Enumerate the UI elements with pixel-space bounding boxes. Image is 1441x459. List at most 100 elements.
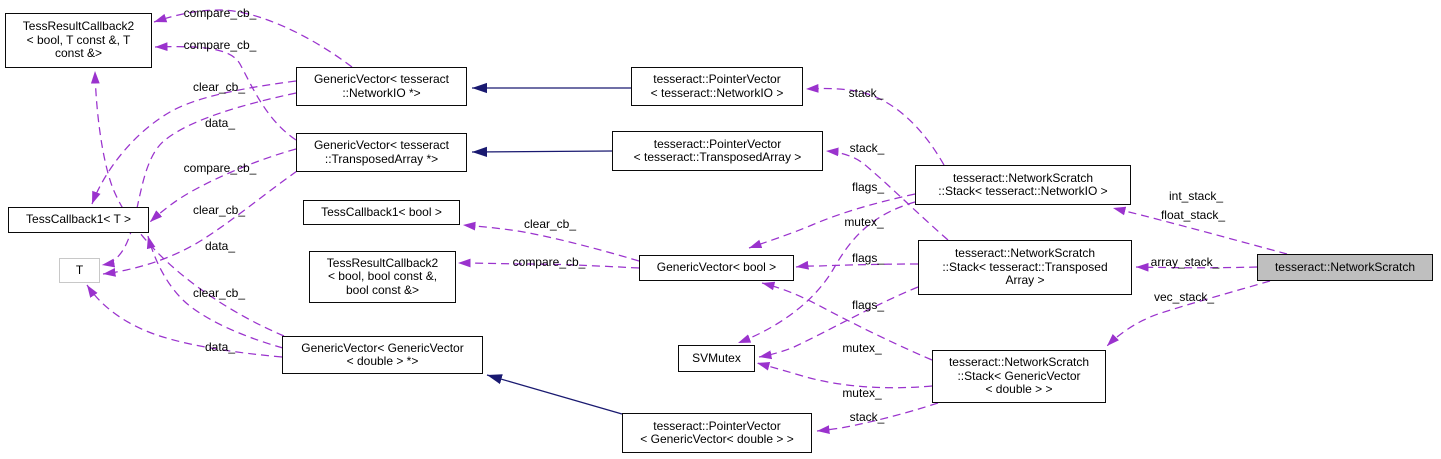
- node-label-line: ::Stack< tesseract::Transposed: [942, 259, 1108, 274]
- edge-label-gvd-data: data_: [205, 340, 235, 354]
- node-pointer_vector_network_io[interactable]: tesseract::PointerVector< tesseract::Net…: [631, 67, 803, 106]
- edge-label-stack-gvd-stack: stack_: [850, 410, 885, 424]
- node-label-line: < bool, bool const &,: [327, 269, 438, 284]
- node-t_param: T: [59, 258, 100, 283]
- edge-label-ta-data: data_: [205, 239, 235, 253]
- node-generic_vector_generic_vector_double[interactable]: GenericVector< GenericVector< double > *…: [282, 336, 483, 374]
- node-label-line: ::NetworkIO *>: [342, 85, 421, 100]
- edge-label-gvbool-compare-cb: compare_cb_: [513, 255, 586, 269]
- node-generic_vector_bool[interactable]: GenericVector< bool >: [639, 255, 794, 281]
- node-label-line: GenericVector< bool >: [656, 260, 777, 275]
- node-label-line: < tesseract::NetworkIO >: [650, 85, 784, 100]
- edge-label-stack-gvd-mutex: mutex_: [842, 386, 882, 400]
- node-stack_transposed_array[interactable]: tesseract::NetworkScratch::Stack< tesser…: [918, 240, 1132, 295]
- edge-label-gvd-compare-cb: compare_cb_: [184, 161, 257, 175]
- edge-label-nio-clear-cb: clear_cb_: [193, 80, 245, 94]
- edge-label-nio-data: data_: [205, 116, 235, 130]
- node-tess_callback1_bool[interactable]: TessCallback1< bool >: [303, 200, 460, 225]
- edge-stack-gvd-stack: [816, 402, 939, 434]
- edge-label-ns-vec-stack: vec_stack_: [1154, 290, 1214, 304]
- edge-label-stack-ta-mutex: mutex_: [842, 341, 882, 355]
- edge-label-stack-gvd-flags: flags_: [852, 298, 884, 312]
- edge-gvd-clear-cb: [146, 235, 284, 349]
- edge-stack-ta-flags: [795, 260, 919, 270]
- edge-nio-clear-cb: [91, 80, 297, 205]
- edge-label-stack-ta-stack: stack_: [850, 141, 885, 155]
- edge-stack-gvd-mutex: [756, 361, 933, 389]
- edge-label-nio-compare-cb: compare_cb_: [184, 6, 257, 20]
- edge-ns-int-float-stack: [1112, 206, 1288, 255]
- node-stack_generic_vector_double[interactable]: tesseract::NetworkScratch::Stack< Generi…: [932, 350, 1106, 403]
- edge-label-ns-int-float-stack-0: int_stack_: [1169, 189, 1223, 203]
- edge-label-gvbool-clear-cb: clear_cb_: [524, 217, 576, 231]
- node-label-line: SVMutex: [692, 350, 741, 365]
- node-pointer_vector_transposed_array[interactable]: tesseract::PointerVector< tesseract::Tra…: [612, 131, 823, 171]
- node-network_scratch: tesseract::NetworkScratch: [1257, 254, 1433, 281]
- edge-pv-ta-inherit: [471, 146, 613, 157]
- edge-label-ns-int-float-stack-1: float_stack_: [1161, 208, 1225, 222]
- node-label-line: tesseract::NetworkScratch: [1274, 259, 1416, 274]
- edge-gvd-data: [86, 284, 283, 358]
- node-label-line: tesseract::NetworkScratch: [954, 246, 1096, 261]
- edge-ta-clear-cb: [149, 148, 297, 223]
- edge-label-gvd-clear-cb: clear_cb_: [193, 286, 245, 300]
- node-generic_vector_transposed_array[interactable]: GenericVector< tesseract::TransposedArra…: [296, 133, 467, 172]
- edge-gvd-compare-cb: [90, 70, 285, 337]
- edge-stack-ta-mutex: [758, 286, 919, 360]
- edge-gvbool-clear-cb: [462, 221, 640, 262]
- edge-stack-gvd-flags: [761, 281, 933, 361]
- edge-label-ns-array-stack: array_stack_: [1151, 255, 1220, 269]
- node-generic_vector_network_io[interactable]: GenericVector< tesseract::NetworkIO *>: [296, 67, 467, 106]
- node-label-line: ::Stack< tesseract::NetworkIO >: [938, 184, 1108, 198]
- node-label-line: < double > >: [985, 382, 1053, 397]
- edge-label-stack-ta-flags: flags_: [852, 251, 884, 265]
- edge-label-ta-clear-cb: clear_cb_: [193, 203, 245, 217]
- edge-ns-vec-stack: [1106, 280, 1271, 347]
- node-label-line: tesseract::NetworkScratch: [952, 170, 1094, 185]
- node-label-line: GenericVector< tesseract: [313, 72, 450, 86]
- edge-label-ta-compare-cb: compare_cb_: [184, 38, 257, 52]
- node-label-line: TessResultCallback2: [326, 255, 439, 270]
- node-label-line: TessCallback1< T >: [26, 212, 131, 227]
- node-svmutex[interactable]: SVMutex: [678, 345, 755, 372]
- edge-gvbool-compare-cb: [457, 258, 640, 269]
- node-label-line: T: [75, 262, 84, 277]
- node-label-line: tesseract::PointerVector: [653, 72, 781, 86]
- node-label-line: bool const &>: [345, 282, 420, 297]
- edge-pv-gvd-inherit: [486, 374, 623, 415]
- node-label-line: ::Stack< GenericVector: [957, 368, 1081, 383]
- node-label-line: Array >: [1005, 273, 1045, 288]
- edge-label-stack-nio-flags: flags_: [852, 180, 884, 194]
- node-label-line: TessResultCallback2: [22, 19, 135, 34]
- node-label-line: tesseract::NetworkScratch: [948, 355, 1090, 370]
- node-tess_result_callback2_bool[interactable]: TessResultCallback2< bool, bool const &,…: [309, 251, 456, 303]
- edge-ta-data: [102, 170, 298, 277]
- node-label-line: tesseract::PointerVector: [653, 418, 781, 433]
- edge-nio-compare-cb: [153, 9, 353, 68]
- edge-nio-data: [101, 92, 297, 268]
- edges-group: [86, 9, 1288, 434]
- node-tess_callback1_t[interactable]: TessCallback1< T >: [8, 207, 149, 233]
- node-label-line: TessCallback1< bool >: [321, 204, 442, 219]
- edge-ns-array-stack: [1135, 262, 1258, 272]
- node-pointer_vector_generic_vector_double[interactable]: tesseract::PointerVector< GenericVector<…: [622, 413, 812, 453]
- node-label-line: tesseract::PointerVector: [653, 136, 782, 151]
- node-label-line: GenericVector< tesseract: [313, 138, 450, 152]
- edge-stack-nio-stack: [805, 84, 945, 166]
- edge-ta-compare-cb: [154, 42, 297, 141]
- edge-labels-group: compare_cb_ compare_cb_ compare_cb_ clear_c…: [184, 6, 1226, 424]
- node-label-line: const &>: [54, 46, 103, 61]
- edge-stack-ta-stack: [825, 147, 949, 241]
- node-label-line: < tesseract::TransposedArray >: [633, 150, 802, 164]
- node-stack_network_io[interactable]: tesseract::NetworkScratch::Stack< tesser…: [915, 165, 1131, 205]
- node-label-line: < GenericVector< double > >: [640, 432, 794, 446]
- edge-label-stack-nio-mutex: mutex_: [844, 215, 884, 229]
- node-label-line: GenericVector< GenericVector: [301, 340, 464, 355]
- edge-stack-nio-mutex: [737, 201, 916, 344]
- node-label-line: < double > *>: [346, 354, 419, 368]
- edge-label-stack-nio-stack: stack_: [849, 86, 884, 100]
- node-label-line: < bool, T const &, T: [26, 32, 131, 47]
